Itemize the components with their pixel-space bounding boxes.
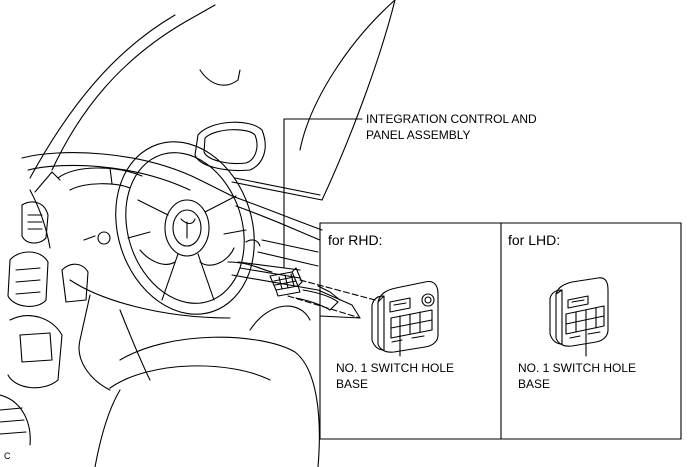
corner-code: C <box>4 451 11 461</box>
rhd-switch-hole-base <box>371 280 439 353</box>
lower-dash <box>69 239 361 391</box>
lhd-header: for LHD: <box>508 232 561 248</box>
assembly-leader <box>283 118 363 269</box>
assembly-callout-line1: INTEGRATION CONTROL AND <box>366 112 537 126</box>
rhd-part-label-line2: BASE <box>336 377 369 391</box>
passenger-dash <box>231 195 341 301</box>
dashboard <box>21 152 233 249</box>
a-pillar <box>29 4 241 179</box>
integration-control-panel <box>269 267 339 311</box>
column-stalk <box>61 231 111 303</box>
lhd-part-label-line1: NO. 1 SWITCH HOLE <box>518 361 637 375</box>
rhd-header: for RHD: <box>328 232 383 248</box>
lhd-switch-hole-base <box>549 277 609 347</box>
instrument-cluster <box>57 167 143 191</box>
dashed-leader <box>287 279 376 319</box>
seat <box>94 305 320 467</box>
center-console <box>0 201 63 446</box>
door-frame <box>231 0 396 201</box>
steering-wheel <box>115 141 255 315</box>
assembly-callout-line2: PANEL ASSEMBLY <box>366 128 471 142</box>
detail-frames <box>319 222 682 440</box>
rhd-part-label-line1: NO. 1 SWITCH HOLE <box>336 361 455 375</box>
lhd-part-label-line2: BASE <box>518 377 551 391</box>
